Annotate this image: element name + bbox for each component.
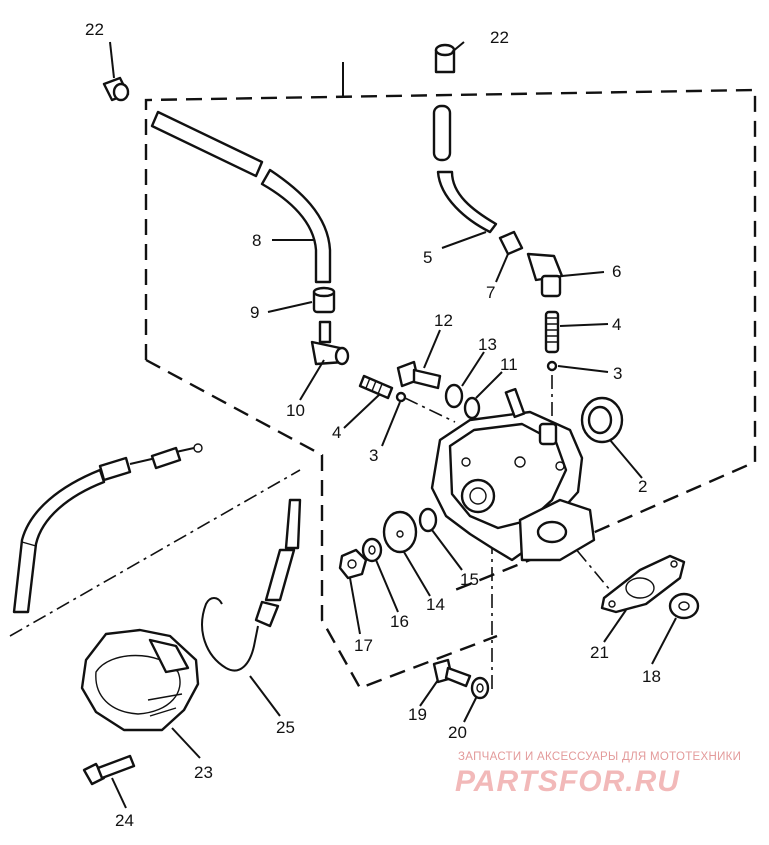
part-9-clamp xyxy=(312,286,336,314)
part-10-elbow xyxy=(310,320,350,366)
part-12-bolt xyxy=(396,360,442,390)
leader-lines xyxy=(109,41,677,809)
part-15-washer xyxy=(418,507,438,533)
part-6-elbow xyxy=(526,252,564,298)
part-18-washer xyxy=(668,592,700,620)
watermark-caption: ЗАПЧАСТИ И АКСЕССУАРЫ ДЛЯ МОТОТЕХНИКИ xyxy=(458,751,742,763)
callout-10: 10 xyxy=(286,401,305,420)
callout-4-right: 4 xyxy=(612,315,621,334)
part-22-cap-left xyxy=(102,76,130,102)
assembly-boundary xyxy=(144,62,757,690)
callout-8: 8 xyxy=(252,231,261,250)
callout-4-left: 4 xyxy=(332,423,341,442)
part-4-spring-right xyxy=(544,310,560,354)
callout-13: 13 xyxy=(478,335,497,354)
callout-5: 5 xyxy=(423,248,432,267)
callout-21: 21 xyxy=(590,643,609,662)
callout-16: 16 xyxy=(390,612,409,631)
callout-25: 25 xyxy=(276,718,295,737)
part-24-bolt xyxy=(82,754,136,786)
callout-22-right: 22 xyxy=(490,28,509,47)
callout-11: 11 xyxy=(500,355,518,374)
callout-9: 9 xyxy=(250,303,259,322)
part-3-ball-right xyxy=(546,360,558,372)
callout-22-left: 22 xyxy=(85,20,104,39)
watermark-logo: PARTSFOR.RU xyxy=(455,765,680,798)
callout-12: 12 xyxy=(434,311,453,330)
callout-18: 18 xyxy=(642,667,661,686)
callout-3-right: 3 xyxy=(613,364,622,383)
part-2-oil-seal xyxy=(580,396,624,444)
callout-15: 15 xyxy=(460,570,479,589)
part-23-cover xyxy=(80,628,200,732)
part-13-washer xyxy=(444,383,464,409)
part-14-plate xyxy=(382,510,418,554)
callout-14: 14 xyxy=(426,595,445,614)
part-7-clamp xyxy=(498,230,524,256)
part-4-spring-left xyxy=(358,374,394,400)
callout-2: 2 xyxy=(638,477,647,496)
part-3-ball-left xyxy=(395,391,407,403)
part-11-seal xyxy=(463,396,481,420)
part-22-cap-right xyxy=(434,43,456,74)
part-8-hose xyxy=(150,110,332,284)
control-cable xyxy=(12,443,203,614)
callout-6: 6 xyxy=(612,262,621,281)
part-20-washer xyxy=(470,676,490,700)
part-19-bolt xyxy=(432,658,472,688)
callout-7: 7 xyxy=(486,283,495,302)
callout-23: 23 xyxy=(194,763,213,782)
part-5-hose xyxy=(432,104,498,234)
callout-17: 17 xyxy=(354,636,373,655)
callout-19: 19 xyxy=(408,705,427,724)
part-25-sensor xyxy=(201,498,302,672)
part-17-nut xyxy=(338,548,368,580)
oil-pump-body xyxy=(430,387,596,562)
part-21-gasket xyxy=(600,554,686,614)
part-16-washer xyxy=(361,537,383,563)
callout-20: 20 xyxy=(448,723,467,742)
callout-3-left: 3 xyxy=(369,446,378,465)
callout-24: 24 xyxy=(115,811,134,830)
callout-labels: 22 22 8 9 10 5 7 6 12 13 11 4 3 4 3 2 15… xyxy=(85,20,661,830)
